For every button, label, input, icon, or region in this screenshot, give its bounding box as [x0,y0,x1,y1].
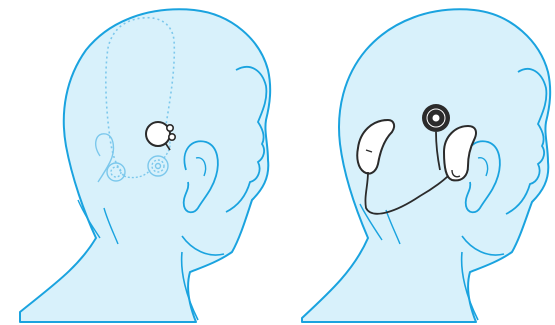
panel-processor [302,9,550,322]
panel-implant [20,9,270,322]
head-outline [20,9,270,322]
head-outline [302,9,550,322]
